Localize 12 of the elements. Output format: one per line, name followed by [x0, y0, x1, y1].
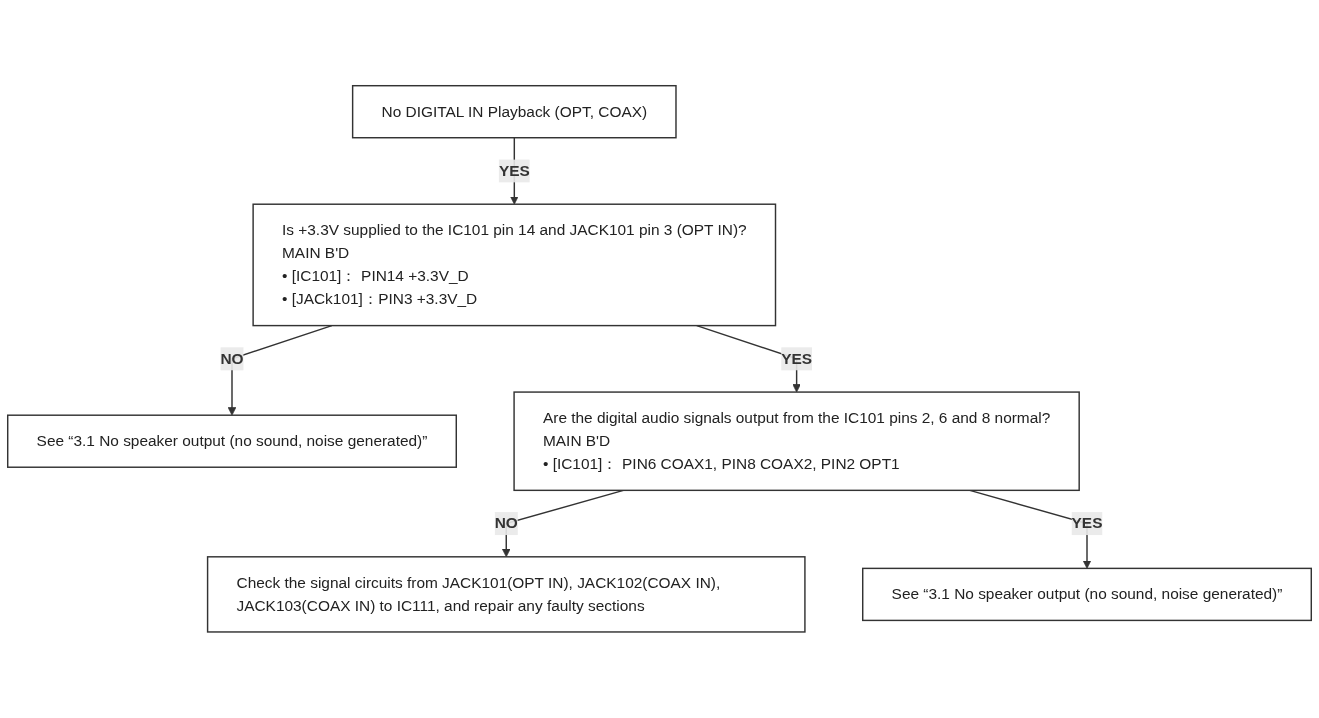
node-box: Are the digital audio signals output from the IC101 pins 2, 6 and 8 normal? MAIN B'D • [IC101]： PIN6 COAX1, PIN8 COAX2, PIN2 OPT1 — [513, 391, 1080, 492]
edge-label: NO — [494, 515, 518, 532]
arrow — [227, 325, 333, 416]
node-box: No DIGITAL IN Playback (OPT, COAX) — [351, 85, 677, 139]
node-box: Check the signal circuits from JACK101(OPT IN), JACK102(COAX IN), JACK103(COAX IN) to IC111, and repair any faulty sections — [206, 556, 806, 633]
edge-label: YES — [498, 162, 530, 179]
node-box: See “3.1 No speaker output (no sound, noise generated)” — [862, 567, 1312, 622]
node-box: See “3.1 No speaker output (no sound, noise generated)” — [7, 414, 457, 469]
edge-label: YES — [1071, 515, 1103, 532]
edge-label: NO — [220, 350, 244, 367]
node-box: Is +3.3V supplied to the IC101 pin 14 and JACK101 pin 3 (OPT IN)? MAIN B'D • [IC101]： PIN14 +3.3V_D • [JACk101]：PIN3 +3.3V_D — [252, 203, 777, 327]
edge-label: YES — [781, 350, 813, 367]
